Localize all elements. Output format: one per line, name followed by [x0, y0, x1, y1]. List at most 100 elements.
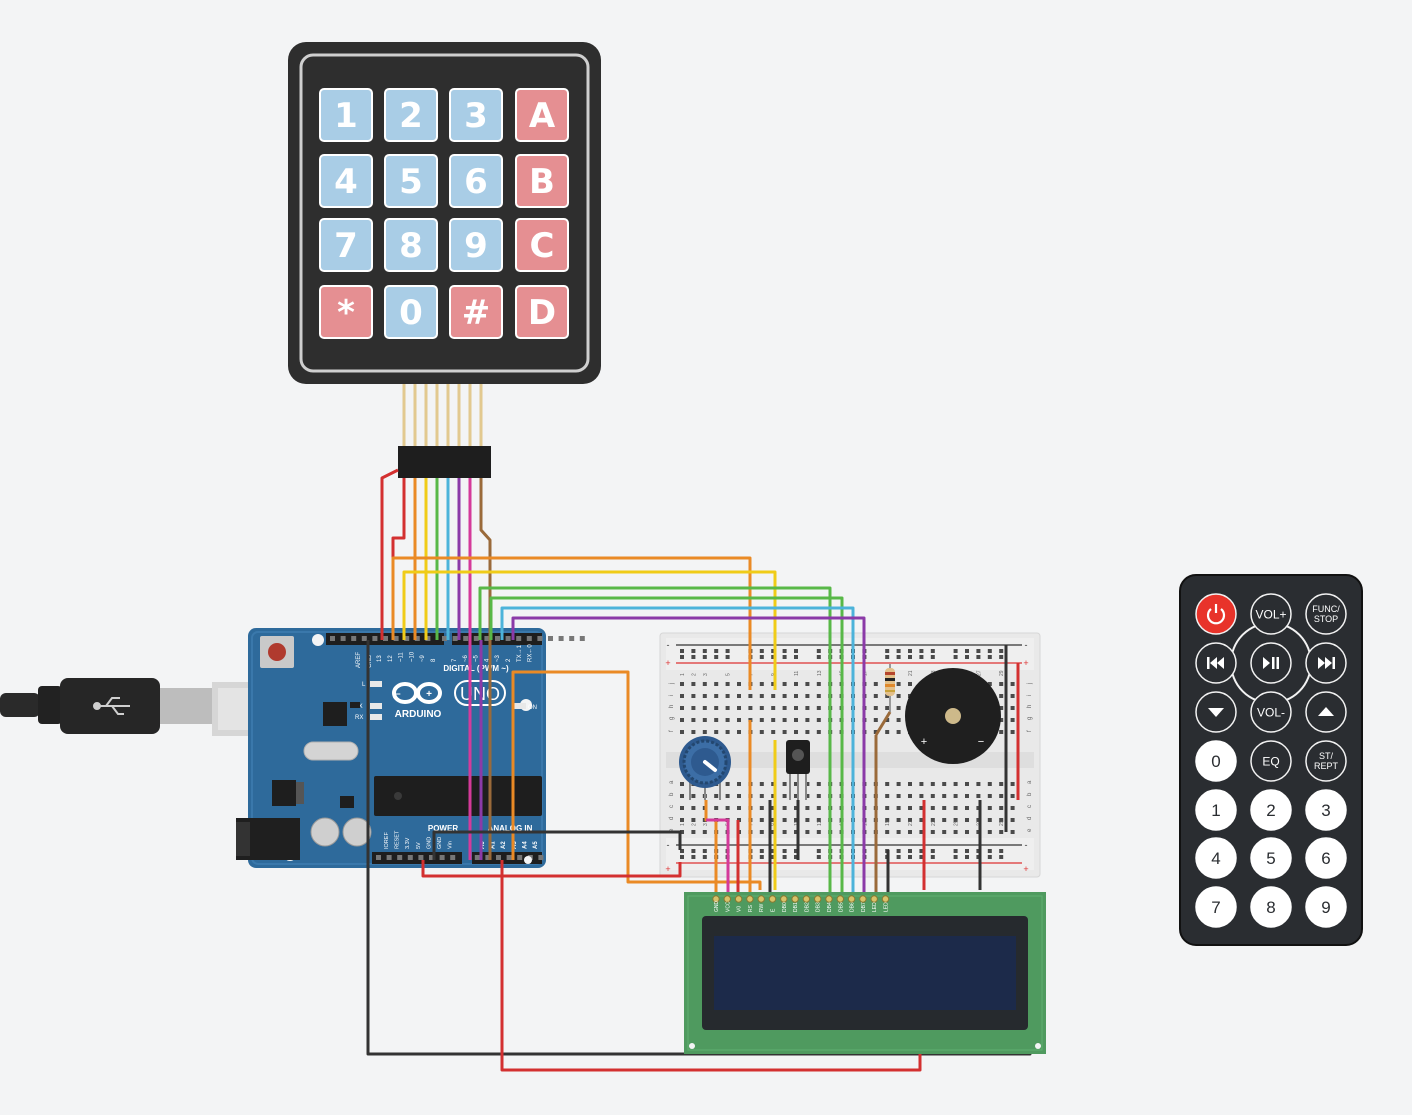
- breadboard-hole[interactable]: [885, 730, 890, 734]
- reset-button-cap[interactable]: [268, 643, 286, 661]
- rail-hole[interactable]: [896, 855, 901, 859]
- breadboard-hole[interactable]: [919, 782, 924, 786]
- header-pin[interactable]: [397, 855, 403, 860]
- breadboard-hole[interactable]: [942, 794, 947, 798]
- breadboard-hole[interactable]: [771, 830, 776, 834]
- breadboard-hole[interactable]: [999, 794, 1004, 798]
- header-pin[interactable]: [537, 636, 543, 641]
- rail-hole[interactable]: [965, 649, 969, 653]
- rail-hole[interactable]: [702, 855, 707, 859]
- rail-hole[interactable]: [896, 655, 901, 659]
- header-pin[interactable]: [485, 855, 491, 860]
- header-pin[interactable]: [463, 636, 469, 641]
- breadboard-hole[interactable]: [691, 706, 696, 710]
- breadboard-hole[interactable]: [885, 706, 890, 710]
- header-pin[interactable]: [579, 636, 585, 641]
- rail-hole[interactable]: [702, 649, 707, 653]
- breadboard-hole[interactable]: [794, 706, 798, 710]
- breadboard-hole[interactable]: [702, 830, 707, 834]
- breadboard-hole[interactable]: [794, 694, 798, 698]
- breadboard-hole[interactable]: [680, 818, 684, 822]
- rail-hole[interactable]: [987, 655, 992, 659]
- breadboard-hole[interactable]: [908, 818, 912, 822]
- rail-hole[interactable]: [987, 855, 992, 859]
- breadboard-hole[interactable]: [953, 794, 958, 798]
- breadboard-hole[interactable]: [725, 718, 730, 722]
- breadboard-hole[interactable]: [816, 806, 821, 810]
- breadboard-hole[interactable]: [771, 782, 776, 786]
- breadboard-hole[interactable]: [805, 706, 810, 710]
- breadboard-hole[interactable]: [919, 806, 924, 810]
- rail-hole[interactable]: [896, 849, 901, 853]
- rail-hole[interactable]: [759, 649, 764, 653]
- breadboard-hole[interactable]: [816, 682, 821, 686]
- header-pin[interactable]: [386, 855, 392, 860]
- breadboard-hole[interactable]: [965, 818, 969, 822]
- header-pin[interactable]: [407, 855, 413, 860]
- breadboard-hole[interactable]: [930, 818, 935, 822]
- breadboard-hole[interactable]: [816, 718, 821, 722]
- breadboard-hole[interactable]: [702, 730, 707, 734]
- breadboard-hole[interactable]: [737, 718, 741, 722]
- breadboard-hole[interactable]: [725, 706, 730, 710]
- breadboard-hole[interactable]: [896, 830, 901, 834]
- rail-hole[interactable]: [680, 855, 684, 859]
- header-pin[interactable]: [450, 855, 456, 860]
- rail-hole[interactable]: [919, 849, 924, 853]
- breadboard-hole[interactable]: [714, 730, 719, 734]
- breadboard-hole[interactable]: [805, 730, 810, 734]
- rail-hole[interactable]: [680, 655, 684, 659]
- potentiometer[interactable]: [679, 736, 731, 800]
- breadboard-hole[interactable]: [771, 718, 776, 722]
- breadboard-hole[interactable]: [1010, 818, 1015, 822]
- breadboard-hole[interactable]: [942, 806, 947, 810]
- breadboard-hole[interactable]: [976, 782, 981, 786]
- breadboard-hole[interactable]: [794, 794, 798, 798]
- rail-hole[interactable]: [953, 849, 958, 853]
- breadboard-hole[interactable]: [691, 682, 696, 686]
- piezo-buzzer[interactable]: + −: [905, 668, 1001, 764]
- rail-hole[interactable]: [999, 849, 1004, 853]
- keypad-key-8[interactable]: 8: [384, 218, 438, 272]
- rail-hole[interactable]: [919, 855, 924, 859]
- rail-hole[interactable]: [953, 649, 958, 653]
- breadboard-hole[interactable]: [759, 730, 764, 734]
- lcd-pin[interactable]: [847, 895, 856, 903]
- breadboard-hole[interactable]: [1010, 682, 1015, 686]
- lcd-pin[interactable]: [870, 895, 878, 903]
- breadboard-hole[interactable]: [987, 818, 992, 822]
- lcd-pin[interactable]: [881, 895, 890, 903]
- rail-hole[interactable]: [999, 649, 1004, 653]
- rail-hole[interactable]: [908, 855, 912, 859]
- header-pin[interactable]: [506, 855, 512, 860]
- breadboard-hole[interactable]: [999, 682, 1004, 686]
- header-pin[interactable]: [569, 636, 575, 641]
- lcd-pin[interactable]: [814, 895, 822, 903]
- breadboard-hole[interactable]: [680, 682, 684, 686]
- rail-hole[interactable]: [987, 849, 992, 853]
- breadboard-hole[interactable]: [680, 718, 684, 722]
- lcd-pin[interactable]: [723, 895, 731, 903]
- keypad-key-*[interactable]: *: [319, 285, 373, 339]
- breadboard-hole[interactable]: [805, 794, 810, 798]
- rail-hole[interactable]: [930, 855, 935, 859]
- breadboard-hole[interactable]: [771, 818, 776, 822]
- breadboard-hole[interactable]: [873, 718, 878, 722]
- rail-hole[interactable]: [919, 649, 924, 653]
- keypad-key-A[interactable]: A: [515, 88, 569, 142]
- remote-button-st-rept[interactable]: ST/REPT: [1305, 740, 1347, 782]
- rail-hole[interactable]: [759, 849, 764, 853]
- breadboard-hole[interactable]: [680, 806, 684, 810]
- remote-button-8[interactable]: 8: [1250, 886, 1292, 928]
- breadboard-hole[interactable]: [908, 830, 912, 834]
- remote-button-6[interactable]: 6: [1305, 837, 1347, 879]
- breadboard-hole[interactable]: [953, 830, 958, 834]
- breadboard-hole[interactable]: [725, 694, 730, 698]
- breadboard-hole[interactable]: [930, 782, 935, 786]
- header-pin[interactable]: [484, 636, 490, 641]
- breadboard-hole[interactable]: [885, 794, 890, 798]
- rail-hole[interactable]: [714, 655, 719, 659]
